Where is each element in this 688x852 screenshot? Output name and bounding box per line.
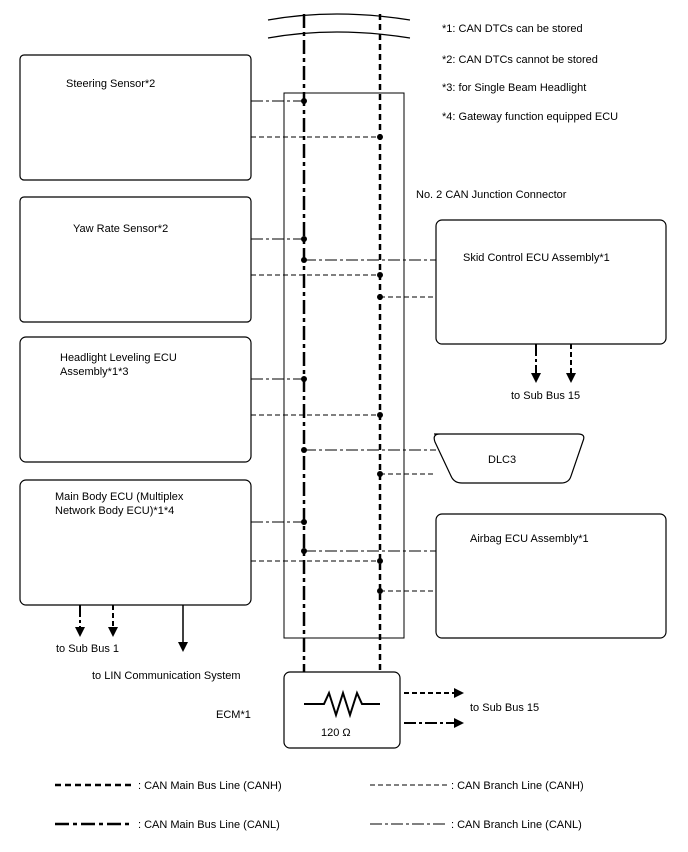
steering-sensor-box (19, 54, 252, 181)
break-line-top (267, 13, 411, 21)
yaw-rate-sensor-box (19, 196, 252, 323)
main-body-ecu-label-line2: Network Body ECU)*1*4 (55, 505, 174, 517)
break-line-bottom (267, 31, 411, 39)
dlc3-shape (433, 433, 585, 484)
resistor-label: 120 Ω (321, 727, 351, 739)
legend-label-main-canh: : CAN Main Bus Line (CANH) (138, 780, 282, 792)
headlight-ecu-label-line2: Assembly*1*3 (60, 366, 128, 378)
note-1: *1: CAN DTCs can be stored (442, 23, 583, 35)
legend-label-branch-canl: : CAN Branch Line (CANL) (451, 819, 582, 831)
headlight-ecu-label-line1: Headlight Leveling ECU (60, 352, 177, 364)
skid-sub-bus-label: to Sub Bus 15 (511, 390, 580, 402)
airbag-ecu-label: Airbag ECU Assembly*1 (470, 533, 589, 545)
skid-control-ecu-label: Skid Control ECU Assembly*1 (463, 252, 610, 264)
main-body-ecu-label-line1: Main Body ECU (Multiplex (55, 491, 184, 503)
junction-connector-box (283, 92, 405, 639)
skid-control-ecu-box (435, 219, 667, 345)
main-body-ecu-box (19, 479, 252, 606)
ecm-sub-bus-label: to Sub Bus 15 (470, 702, 539, 714)
ecm-label: ECM*1 (216, 709, 251, 721)
headlight-ecu-box (19, 336, 252, 463)
ecm-box (283, 671, 401, 749)
resistor-120-ohm (304, 689, 380, 719)
legend-label-main-canl: : CAN Main Bus Line (CANL) (138, 819, 280, 831)
steering-sensor-label: Steering Sensor*2 (66, 78, 155, 90)
junction-connector-label: No. 2 CAN Junction Connector (416, 189, 567, 201)
airbag-ecu-box (435, 513, 667, 639)
note-3: *3: for Single Beam Headlight (442, 82, 586, 94)
yaw-rate-sensor-label: Yaw Rate Sensor*2 (73, 223, 168, 235)
note-4: *4: Gateway function equipped ECU (442, 111, 618, 123)
dlc3-label: DLC3 (488, 454, 516, 466)
branch-lines-canh (251, 136, 436, 592)
main-body-sub-bus-label: to Sub Bus 1 (56, 643, 119, 655)
junction-dots (301, 98, 383, 594)
legend-label-branch-canh: : CAN Branch Line (CANH) (451, 780, 584, 792)
branch-lines-canl (251, 100, 436, 552)
note-2: *2: CAN DTCs cannot be stored (442, 54, 598, 66)
lin-system-label: to LIN Communication System (92, 670, 241, 682)
